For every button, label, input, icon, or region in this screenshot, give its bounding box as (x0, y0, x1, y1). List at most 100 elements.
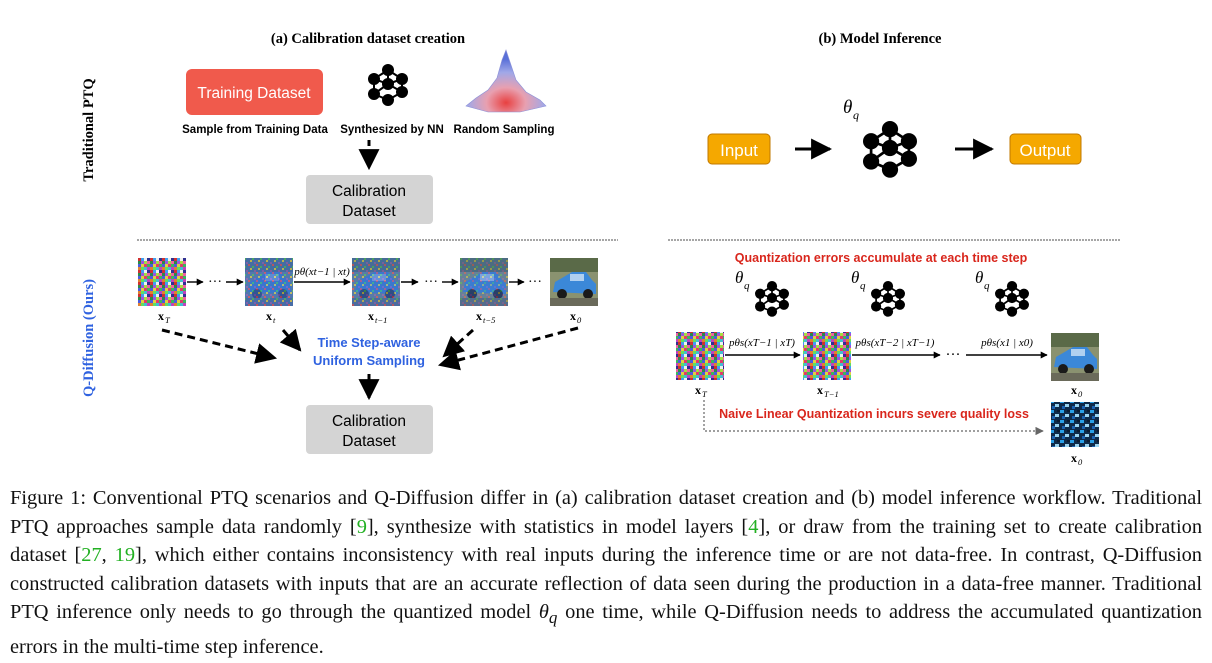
chain-label-xt-5-sub: t−5 (483, 315, 495, 325)
training-dataset-label: Training Dataset (197, 85, 311, 102)
caption-seg-2: ], synthesize with statistics in model l… (366, 515, 749, 538)
sample-arrow-4 (437, 326, 579, 371)
b-chain-label-x0-degraded: x 0 (1071, 451, 1083, 467)
caption-seg-1: Figure 1: Conventional PTQ scenarios and… (10, 487, 1202, 538)
quantized-model-icon (861, 119, 919, 180)
chain-ellipsis-2: ··· (424, 275, 438, 290)
nn-icon-step-2 (870, 280, 906, 318)
theta-q-1: θ q (735, 268, 750, 292)
chain-label-x0-sub: 0 (577, 315, 582, 325)
theta-q-2-sub: q (860, 280, 866, 292)
calibration-label-top-2: Dataset (342, 203, 396, 220)
chain-label-xt-1-sub: t−1 (375, 315, 387, 325)
theta-q-3-theta: θ (975, 268, 983, 287)
output-box (1009, 133, 1082, 165)
citation-link[interactable]: 19 (114, 544, 136, 566)
figure-caption: Figure 1: Conventional PTQ scenarios and… (10, 484, 1202, 661)
citation-link[interactable]: 27 (81, 544, 102, 566)
theta-q-3-sub: q (984, 280, 990, 292)
chain-label-xt-1-x: x (368, 309, 374, 323)
neural-network-icon (367, 63, 409, 107)
partial-image-xt-5 (460, 258, 508, 306)
chain-ellipsis-3: ··· (528, 275, 542, 290)
partial-image-xt (245, 258, 293, 306)
caption-seg-4: ], which either contains inconsistency w… (10, 544, 1203, 623)
calibration-dataset-box-bottom (306, 405, 433, 454)
b-chain-label-x0-x: x (1071, 383, 1077, 397)
chain-label-xt-1: x t−1 (368, 309, 387, 325)
input-label: Input (720, 141, 758, 160)
theta-q-2-theta: θ (851, 268, 859, 287)
b-transition-2: pθs(xT−2 | xT−1) (855, 337, 935, 349)
source-label-synthesized: Synthesized by NN (340, 124, 444, 136)
clean-image-b-x0 (1051, 333, 1099, 381)
calibration-label-top-1: Calibration (332, 183, 406, 200)
b-chain-label-x0-sub: 0 (1078, 389, 1083, 399)
chain-ellipsis-1: ··· (208, 275, 222, 290)
sample-arrow-2 (279, 328, 302, 352)
citation-link[interactable]: 9 (356, 515, 367, 538)
source-label-training: Sample from Training Data (182, 124, 328, 136)
input-box (707, 133, 771, 165)
theta-q-2: θ q (851, 268, 866, 292)
b-chain-label-xT-sub: T (702, 389, 708, 399)
b-transition-3: pθs(x1 | x0) (980, 337, 1033, 349)
b-chain-label-xT-1-x: x (817, 383, 823, 397)
naive-path-arrow (703, 400, 1044, 436)
b-chain-label-x0-degraded-sub: 0 (1078, 457, 1083, 467)
chain-label-xt: x t (266, 309, 276, 325)
chain-label-xt-sub: t (273, 315, 276, 325)
output-label: Output (1019, 141, 1070, 160)
citation-link[interactable]: 4 (748, 515, 759, 538)
panel-b-title: (b) Model Inference (819, 31, 943, 47)
source-label-random: Random Sampling (454, 124, 555, 136)
calibration-label-bottom-1: Calibration (332, 413, 406, 430)
panel-a-title: (a) Calibration dataset creation (271, 31, 465, 47)
theta-q-top-theta: θ (843, 97, 852, 118)
chain-label-xt-5-x: x (476, 309, 482, 323)
noise-image-xT (138, 258, 186, 306)
accumulate-text: Quantization errors accumulate at each t… (735, 251, 1028, 265)
b-chain-label-x0: x 0 (1071, 383, 1083, 399)
chain-label-xT-sub: T (165, 315, 171, 325)
chain-label-x0-x: x (570, 309, 576, 323)
theta-q-1-sub: q (744, 280, 750, 292)
chain-label-xt-5: x t−5 (476, 309, 495, 325)
training-dataset-box (186, 69, 323, 115)
sample-arrow-3 (442, 328, 475, 358)
caption-seg-5: one time, while Q-Diffusion needs to add… (10, 601, 1202, 658)
gaussian-mountain-icon (465, 49, 547, 113)
b-chain-label-xT-1-sub: T−1 (824, 389, 839, 399)
b-transition-1: pθs(xT−1 | xT) (728, 337, 795, 349)
chain-label-xT: x T (158, 309, 171, 325)
sample-arrow-1 (161, 328, 278, 364)
chain-label-xt-x: x (266, 309, 272, 323)
sampling-label-2: Uniform Sampling (313, 353, 425, 368)
clean-image-x0 (550, 258, 598, 306)
caption-theta: θ (538, 601, 549, 623)
chain-label-xT-x: x (158, 309, 164, 323)
sampling-label-1: Time Step-aware (317, 335, 420, 350)
q-diffusion-label: Q-Diffusion (Ours) (81, 279, 97, 397)
noise-image-b-xT-1 (803, 332, 851, 380)
nn-icon-step-3 (994, 280, 1030, 318)
calibration-label-bottom-2: Dataset (342, 433, 396, 450)
b-ellipsis: ··· (946, 347, 961, 363)
caption-seg-3: ], or draw from the training set to crea… (10, 515, 1203, 567)
theta-q-1-theta: θ (735, 268, 743, 287)
b-chain-label-xT-x: x (695, 383, 701, 397)
caption-theta-sub: q (548, 608, 558, 628)
calibration-dataset-box-top (306, 175, 433, 224)
caption-seg-3b: , (101, 544, 115, 566)
transition-label-a: pθ(xt−1 | xt) (293, 266, 350, 278)
chain-label-x0: x 0 (570, 309, 582, 325)
figure-diagram: (a) Calibration dataset creation Traditi… (81, 31, 1120, 467)
nn-icon-step-1 (754, 280, 790, 318)
b-chain-label-xT: x T (695, 383, 708, 399)
naive-text: Naive Linear Quantization incurs severe … (719, 407, 1029, 421)
degraded-image-x0 (1051, 402, 1099, 447)
partial-image-xt-1 (352, 258, 400, 306)
noise-image-b-xT (676, 332, 724, 380)
theta-q-3: θ q (975, 268, 990, 292)
theta-q-top-sub: q (853, 108, 859, 122)
